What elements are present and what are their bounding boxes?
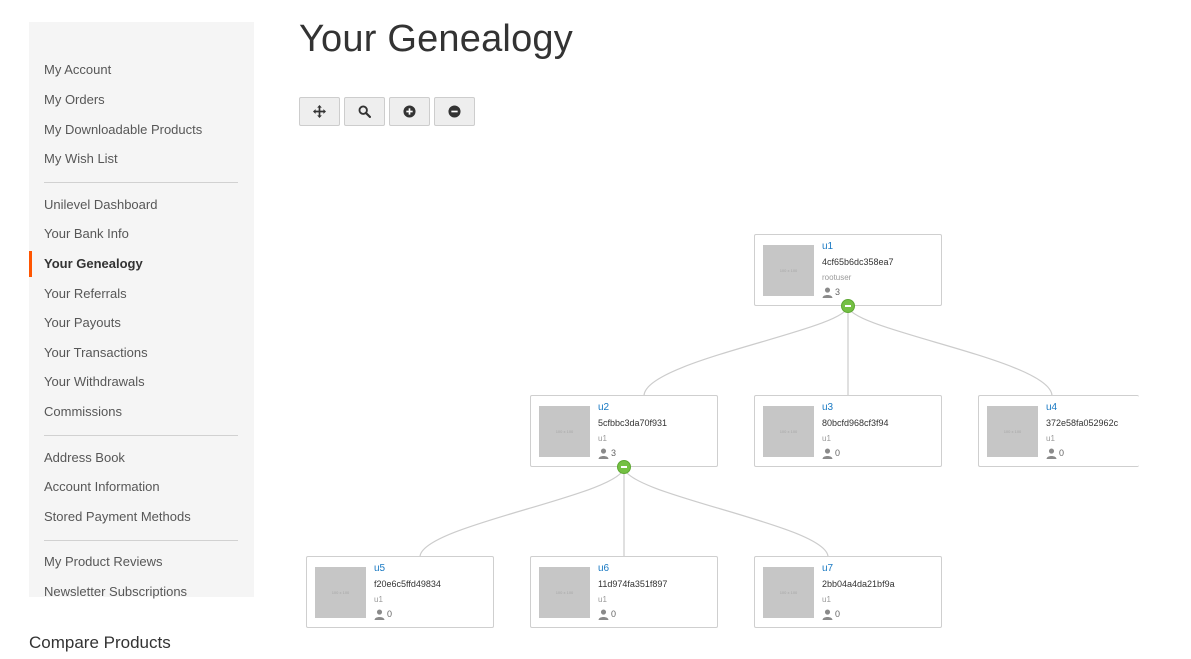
- node-sponsor: u1: [1046, 434, 1055, 443]
- move-icon: [313, 105, 326, 118]
- sidebar-item-my-downloadable-products[interactable]: My Downloadable Products: [44, 122, 203, 137]
- zoom-in-button[interactable]: [389, 97, 430, 126]
- node-children-count: 0: [822, 447, 840, 459]
- sidebar-item-your-withdrawals[interactable]: Your Withdrawals: [44, 374, 145, 389]
- move-button[interactable]: [299, 97, 340, 126]
- zoom-out-icon: [448, 105, 461, 118]
- tree-node-u4[interactable]: 100 x 100 u4 372e58fa052962c u1 0: [978, 395, 1139, 467]
- sidebar-divider: [44, 435, 238, 436]
- avatar-placeholder: 100 x 100: [987, 406, 1038, 457]
- node-id: 11d974fa351f897: [598, 579, 668, 589]
- sidebar-item-my-account[interactable]: My Account: [44, 62, 112, 77]
- avatar-placeholder: 100 x 100: [763, 567, 814, 618]
- tree-node-u3[interactable]: 100 x 100 u3 80bcfd968cf3f94 u1 0: [754, 395, 942, 467]
- children-count-value: 0: [835, 448, 841, 458]
- node-children-count: 0: [374, 608, 392, 620]
- user-icon: [822, 447, 833, 459]
- collapse-node-u1-button[interactable]: [841, 299, 855, 313]
- node-username[interactable]: u4: [1046, 402, 1058, 413]
- zoom-in-icon: [403, 105, 416, 118]
- node-sponsor: u1: [598, 595, 607, 604]
- tree-node-u7[interactable]: 100 x 100 u7 2bb04a4da21bf9a u1 0: [754, 556, 942, 628]
- compare-products-title: Compare Products: [29, 633, 171, 652]
- sidebar-item-address-book[interactable]: Address Book: [44, 450, 125, 465]
- sidebar-item-your-payouts[interactable]: Your Payouts: [44, 315, 121, 330]
- user-icon: [1046, 447, 1057, 459]
- children-count-value: 0: [835, 609, 841, 619]
- sidebar-item-your-transactions[interactable]: Your Transactions: [44, 345, 148, 360]
- node-id: 4cf65b6dc358ea7: [822, 257, 894, 267]
- node-id: f20e6c5ffd49834: [374, 579, 441, 589]
- avatar-placeholder: 100 x 100: [763, 406, 814, 457]
- sidebar-divider: [44, 540, 238, 541]
- node-id: 372e58fa052962c: [1046, 418, 1119, 428]
- tree-node-u5[interactable]: 100 x 100 u5 f20e6c5ffd49834 u1 0: [306, 556, 494, 628]
- node-username[interactable]: u1: [822, 241, 834, 252]
- node-children-count: 0: [1046, 447, 1064, 459]
- children-count-value: 0: [387, 609, 393, 619]
- sidebar-item-your-bank-info[interactable]: Your Bank Info: [44, 226, 129, 241]
- sidebar-item-stored-payment-methods[interactable]: Stored Payment Methods: [44, 509, 191, 524]
- children-count-value: 3: [611, 448, 617, 458]
- avatar-placeholder: 100 x 100: [539, 406, 590, 457]
- node-sponsor: u1: [822, 434, 831, 443]
- avatar-placeholder: 100 x 100: [539, 567, 590, 618]
- node-sponsor: u1: [374, 595, 383, 604]
- sidebar-item-unilevel-dashboard[interactable]: Unilevel Dashboard: [44, 197, 158, 212]
- children-count-value: 0: [1059, 448, 1065, 458]
- sidebar-item-newsletter-subscriptions[interactable]: Newsletter Subscriptions: [44, 584, 188, 599]
- tree-node-u2[interactable]: 100 x 100 u2 5cfbbc3da70f931 u1 3: [530, 395, 718, 467]
- sidebar-item-your-referrals[interactable]: Your Referrals: [44, 286, 127, 301]
- tree-node-u6[interactable]: 100 x 100 u6 11d974fa351f897 u1 0: [530, 556, 718, 628]
- account-sidebar: My Account My Orders My Downloadable Pro…: [29, 22, 254, 599]
- avatar-placeholder: 100 x 100: [763, 245, 814, 296]
- user-icon: [598, 608, 609, 620]
- node-username[interactable]: u6: [598, 563, 610, 574]
- tree-node-u1[interactable]: 100 x 100 u1 4cf65b6dc358ea7 rootuser 3: [754, 234, 942, 306]
- node-id: 2bb04a4da21bf9a: [822, 579, 895, 589]
- node-sponsor: u1: [822, 595, 831, 604]
- node-username[interactable]: u2: [598, 402, 610, 413]
- node-id: 5cfbbc3da70f931: [598, 418, 668, 428]
- node-username[interactable]: u3: [822, 402, 834, 413]
- node-username[interactable]: u5: [374, 563, 386, 574]
- user-icon: [374, 608, 385, 620]
- user-icon: [822, 608, 833, 620]
- node-sponsor: u1: [598, 434, 607, 443]
- sidebar-item-my-wish-list[interactable]: My Wish List: [44, 151, 118, 166]
- sidebar-item-account-information[interactable]: Account Information: [44, 479, 160, 494]
- node-sponsor: rootuser: [822, 273, 852, 282]
- sidebar-item-my-product-reviews[interactable]: My Product Reviews: [44, 554, 163, 569]
- sidebar-item-your-genealogy[interactable]: Your Genealogy: [44, 256, 143, 271]
- avatar-placeholder: 100 x 100: [315, 567, 366, 618]
- node-children-count: 3: [598, 447, 616, 459]
- children-count-value: 3: [835, 287, 841, 297]
- node-children-count: 3: [822, 286, 840, 298]
- node-children-count: 0: [598, 608, 616, 620]
- node-id: 80bcfd968cf3f94: [822, 418, 889, 428]
- sidebar-item-my-orders[interactable]: My Orders: [44, 92, 105, 107]
- user-icon: [598, 447, 609, 459]
- page-title: Your Genealogy: [299, 18, 573, 60]
- collapse-node-u2-button[interactable]: [617, 460, 631, 474]
- user-icon: [822, 286, 833, 298]
- sidebar-divider: [44, 182, 238, 183]
- search-button[interactable]: [344, 97, 385, 126]
- children-count-value: 0: [611, 609, 617, 619]
- node-children-count: 0: [822, 608, 840, 620]
- sidebar-item-commissions[interactable]: Commissions: [44, 404, 123, 419]
- search-icon: [358, 105, 371, 118]
- active-indicator: [29, 251, 32, 277]
- node-username[interactable]: u7: [822, 563, 834, 574]
- zoom-out-button[interactable]: [434, 97, 475, 126]
